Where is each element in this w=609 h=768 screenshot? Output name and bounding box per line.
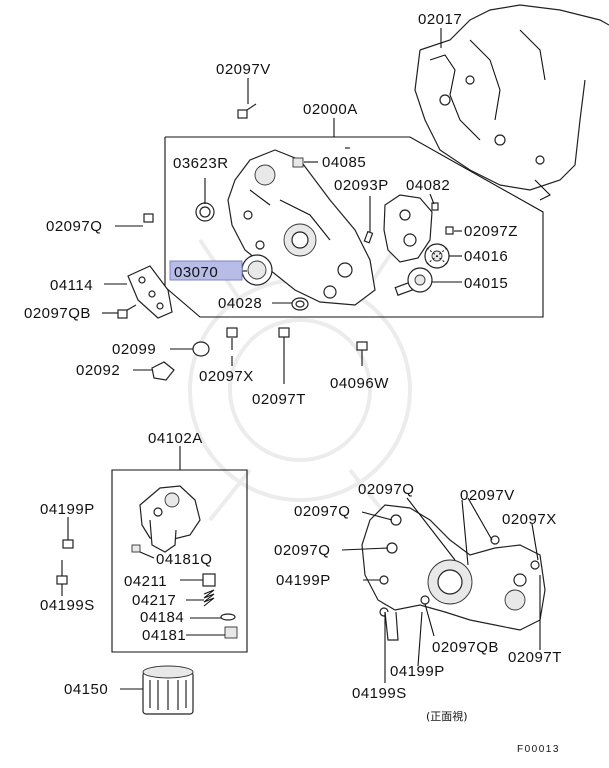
label-02000A: 02000A <box>303 101 358 118</box>
highlight-03070 <box>169 260 243 281</box>
pump-case-front-view <box>361 504 546 641</box>
bolt-04096W <box>356 341 368 358</box>
label-04102A: 04102A <box>148 430 203 447</box>
filter-bracket-frame <box>111 452 248 653</box>
label-02097Q-r2: 02097Q <box>294 503 350 520</box>
oil-filter-bracket <box>139 485 201 553</box>
label-03070: 03070 <box>174 264 218 281</box>
label-02097X-top: 02097X <box>199 368 254 385</box>
bolt-02097QB-left <box>117 304 137 319</box>
bolt-04199S-left <box>56 560 68 585</box>
oil-filter-04150 <box>142 665 194 715</box>
label-04016: 04016 <box>464 248 508 265</box>
figure-id: F00013 <box>517 744 560 755</box>
gear-04016 <box>424 243 450 269</box>
label-02092: 02092 <box>76 362 120 379</box>
label-04096W: 04096W <box>330 375 389 392</box>
label-04114: 04114 <box>50 277 93 294</box>
plug-04085 <box>292 157 304 168</box>
washer-04184 <box>220 613 236 621</box>
label-04184: 04184 <box>140 609 184 626</box>
gasket-02092 <box>151 361 175 381</box>
label-03623R: 03623R <box>173 155 229 172</box>
o-ring-04028 <box>291 297 309 311</box>
leaders-lower-left <box>61 446 225 690</box>
bolt-02097V <box>237 103 257 119</box>
oil-pump-case <box>227 149 376 306</box>
label-04199P-r1: 04199P <box>276 572 331 589</box>
pin-02093P <box>363 230 374 244</box>
gear-shaft-04015 <box>394 267 433 296</box>
o-ring-02099 <box>192 341 210 357</box>
label-02093P: 02093P <box>334 177 389 194</box>
gear-cover <box>383 194 433 263</box>
label-front-view: (正面視) <box>426 709 468 723</box>
label-04028: 04028 <box>218 295 262 312</box>
label-02097Z: 02097Z <box>464 223 518 240</box>
label-04181Q: 04181Q <box>156 551 212 568</box>
label-04199S-left: 04199S <box>40 597 95 614</box>
label-04211: 04211 <box>124 573 167 590</box>
bolt-02097Z <box>445 226 454 235</box>
label-02097X-r: 02097X <box>502 511 557 528</box>
label-02097QB-left: 02097QB <box>24 305 91 322</box>
oil-seal-03070 <box>241 254 273 286</box>
bolt-04199P-left <box>62 524 74 549</box>
label-04199P-r2: 04199P <box>390 663 445 680</box>
label-02097V-top: 02097V <box>216 61 271 78</box>
label-02017: 02017 <box>418 11 462 28</box>
o-ring-03623R <box>195 202 215 222</box>
label-04015: 04015 <box>464 275 508 292</box>
label-02097V-r: 02097V <box>460 487 515 504</box>
gasket-plate-04114 <box>127 265 173 319</box>
bolt-02097Q <box>143 213 154 223</box>
labels: 02017 02097V 02000A 03623R 04085 02093P … <box>24 11 562 755</box>
leaders-lower-right <box>341 497 541 683</box>
relief-valve-04211 <box>202 573 216 587</box>
label-04199P-left: 04199P <box>40 501 95 518</box>
bolt-02097T <box>278 327 290 356</box>
label-04150: 04150 <box>64 681 108 698</box>
plug-04181 <box>224 626 238 639</box>
label-02097T-r: 02097T <box>508 649 562 666</box>
label-04085: 04085 <box>322 154 366 171</box>
label-02097Q-left: 02097Q <box>46 218 102 235</box>
leaders-upper <box>102 28 462 384</box>
label-04181: 04181 <box>142 627 186 644</box>
label-02097QB-r: 02097QB <box>432 639 499 656</box>
label-04199S-r: 04199S <box>352 685 407 702</box>
engine-block-02017 <box>414 4 609 201</box>
plug-04181Q <box>131 544 141 553</box>
bolt-02097X <box>226 327 238 350</box>
label-02097Q-r1: 02097Q <box>358 481 414 498</box>
label-02097T-top: 02097T <box>252 391 306 408</box>
label-02097Q-r3: 02097Q <box>274 542 330 559</box>
label-02099: 02099 <box>112 341 156 358</box>
label-04082: 04082 <box>406 177 450 194</box>
label-04217: 04217 <box>132 592 176 609</box>
spring-04217 <box>203 589 215 607</box>
bolt-04082 <box>431 202 439 211</box>
